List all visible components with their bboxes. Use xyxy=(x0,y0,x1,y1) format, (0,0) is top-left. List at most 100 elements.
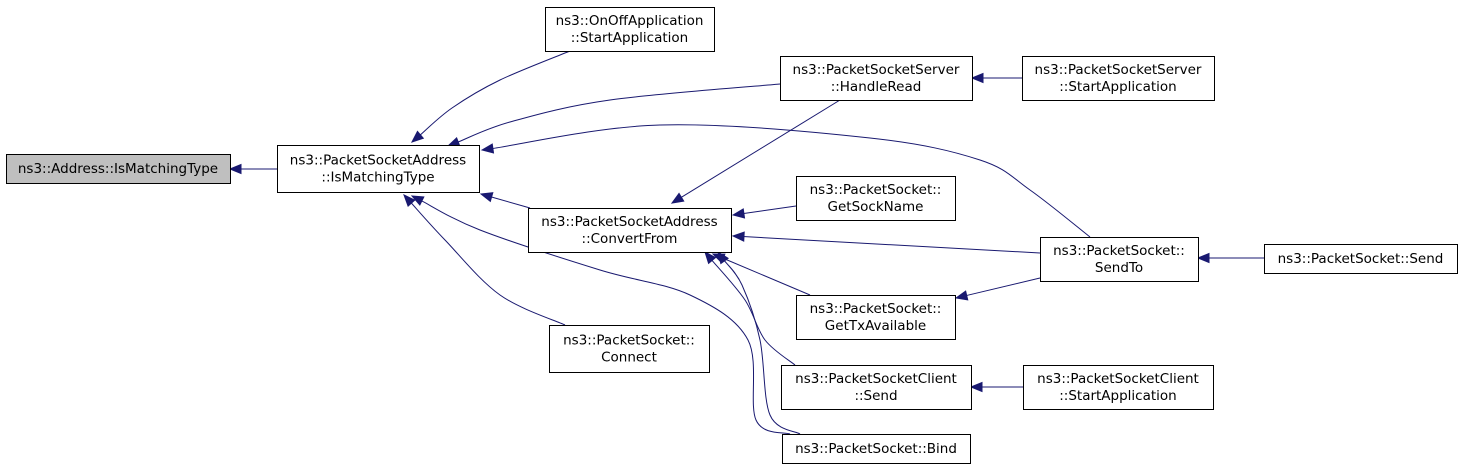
edge-arrowhead xyxy=(670,192,685,204)
node-box[interactable] xyxy=(549,325,710,373)
edge-n12-to-n11 xyxy=(969,381,1023,393)
edge-line xyxy=(490,196,531,209)
graph-node-n2[interactable]: ns3::OnOffApplication::StartApplication xyxy=(545,7,715,52)
node-label: ns3::Address::IsMatchingType xyxy=(18,161,218,177)
node-label: ::HandleRead xyxy=(831,79,922,95)
edge-line xyxy=(410,202,566,326)
node-label: ns3::PacketSocket::Bind xyxy=(795,441,957,457)
node-label: ::StartApplication xyxy=(1059,79,1177,95)
edge-line xyxy=(742,236,1041,254)
edges-layer xyxy=(228,50,1264,435)
edge-line xyxy=(419,50,571,136)
edge-line xyxy=(711,259,796,366)
node-label: ns3::PacketSocketClient xyxy=(795,371,957,387)
edge-line xyxy=(965,277,1041,297)
edge-arrowhead xyxy=(228,163,242,175)
edge-arrowhead xyxy=(954,290,969,301)
node-box[interactable] xyxy=(796,295,956,340)
node-label: GetSockName xyxy=(828,199,924,215)
node-box[interactable] xyxy=(545,7,715,52)
node-label: ns3::PacketSocket:: xyxy=(810,182,942,198)
edge-n7-to-n5 xyxy=(731,231,1041,254)
node-box[interactable] xyxy=(1040,237,1199,282)
edge-n3-to-n5 xyxy=(670,99,841,204)
graph-node-n5[interactable]: ns3::PacketSocketAddress::ConvertFrom xyxy=(528,208,732,253)
edge-n10-to-n1 xyxy=(403,194,566,326)
edge-arrowhead xyxy=(479,192,494,203)
edge-n7-to-n1 xyxy=(480,124,1091,238)
edge-line xyxy=(491,124,1091,238)
edge-n1-to-n0 xyxy=(228,163,277,175)
node-label: ns3::PacketSocketServer xyxy=(793,62,960,78)
node-label: GetTxAvailable xyxy=(825,318,926,334)
node-label: ns3::PacketSocketAddress xyxy=(541,214,717,230)
edge-line xyxy=(742,205,797,215)
edge-line xyxy=(680,99,841,199)
node-label: ::StartApplication xyxy=(571,30,689,46)
edge-n5-to-n1 xyxy=(479,192,531,209)
graph-node-n8[interactable]: ns3::PacketSocket::Send xyxy=(1264,244,1458,274)
graph-node-n4[interactable]: ns3::PacketSocketServer::StartApplicatio… xyxy=(1022,56,1215,101)
node-box[interactable] xyxy=(782,434,971,464)
edge-n9-to-n5 xyxy=(711,253,811,296)
edge-arrowhead xyxy=(403,194,416,208)
graph-node-n10[interactable]: ns3::PacketSocket::Connect xyxy=(549,325,710,373)
edge-line xyxy=(723,259,801,435)
graph-node-n11[interactable]: ns3::PacketSocketClient::Send xyxy=(781,365,972,410)
node-box[interactable] xyxy=(277,145,480,193)
node-label: ns3::PacketSocket::Send xyxy=(1278,251,1444,267)
edge-arrowhead xyxy=(480,143,495,154)
edge-n4-to-n3 xyxy=(970,72,1022,84)
edge-line xyxy=(722,257,811,296)
edge-arrowhead xyxy=(717,250,730,265)
graph-node-n1[interactable]: ns3::PacketSocketAddress::IsMatchingType xyxy=(277,145,480,193)
node-box[interactable] xyxy=(780,56,973,101)
edge-arrowhead xyxy=(446,136,461,147)
graph-node-n6[interactable]: ns3::PacketSocket::GetSockName xyxy=(796,176,956,221)
node-box[interactable] xyxy=(1022,56,1215,101)
edge-arrowhead xyxy=(970,72,984,84)
node-label: ::ConvertFrom xyxy=(582,231,678,247)
edge-n13-to-n1 xyxy=(410,195,791,435)
edge-line xyxy=(420,200,791,435)
graph-node-n0[interactable]: ns3::Address::IsMatchingType xyxy=(6,154,231,184)
node-label: ns3::PacketSocket:: xyxy=(810,301,942,317)
node-box[interactable] xyxy=(6,154,231,184)
node-label: Connect xyxy=(601,350,657,366)
node-label: ns3::OnOffApplication xyxy=(556,13,704,29)
edge-n7-to-n9 xyxy=(954,277,1041,301)
node-label: ::Send xyxy=(854,388,897,404)
node-label: ns3::PacketSocketServer xyxy=(1035,62,1202,78)
edge-line xyxy=(457,83,781,143)
edge-arrowhead xyxy=(731,231,745,242)
node-box[interactable] xyxy=(528,208,732,253)
node-label: ns3::PacketSocketAddress xyxy=(290,153,466,169)
node-box[interactable] xyxy=(781,365,972,410)
node-label: ::IsMatchingType xyxy=(321,170,434,186)
edge-arrowhead xyxy=(731,208,746,219)
graph-node-n12[interactable]: ns3::PacketSocketClient::StartApplicatio… xyxy=(1023,365,1214,410)
edge-n2-to-n1 xyxy=(410,50,571,143)
edge-n6-to-n5 xyxy=(731,205,797,219)
edge-n3-to-n1 xyxy=(446,83,781,147)
edge-n11-to-n5 xyxy=(704,250,796,366)
node-box[interactable] xyxy=(796,176,956,221)
edge-arrowhead xyxy=(1196,252,1210,264)
edge-arrowhead xyxy=(969,381,983,393)
node-box[interactable] xyxy=(1264,244,1458,274)
node-label: SendTo xyxy=(1095,260,1143,276)
node-label: ::StartApplication xyxy=(1059,388,1177,404)
graph-node-n13[interactable]: ns3::PacketSocket::Bind xyxy=(782,434,971,464)
edge-n13-to-n5 xyxy=(717,250,801,435)
edge-arrowhead xyxy=(410,195,425,206)
node-label: ns3::PacketSocket:: xyxy=(1053,243,1185,259)
edge-n8-to-n7 xyxy=(1196,252,1264,264)
edge-arrowhead xyxy=(410,130,425,143)
node-label: ns3::PacketSocket:: xyxy=(563,333,695,349)
graph-node-n9[interactable]: ns3::PacketSocket::GetTxAvailable xyxy=(796,295,956,340)
node-label: ns3::PacketSocketClient xyxy=(1037,371,1199,387)
graph-node-n7[interactable]: ns3::PacketSocket::SendTo xyxy=(1040,237,1199,282)
edge-arrowhead xyxy=(704,250,717,265)
graph-node-n3[interactable]: ns3::PacketSocketServer::HandleRead xyxy=(780,56,973,101)
node-box[interactable] xyxy=(1023,365,1214,410)
